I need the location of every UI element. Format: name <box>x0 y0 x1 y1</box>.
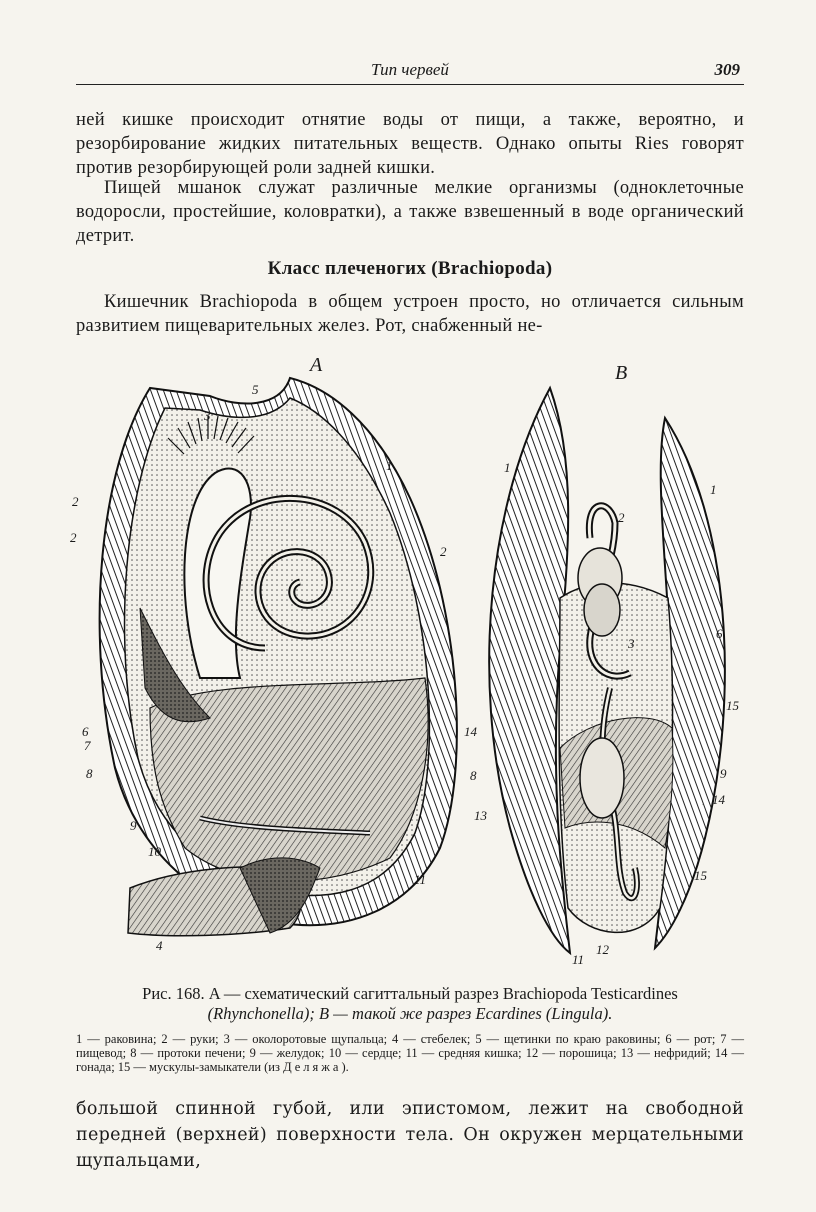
paragraph-mouth: большой спинной губой, или эпистомом, ле… <box>76 1096 744 1174</box>
paragraph-brachiopoda: Кишечник Brachiopoda в общем устроен про… <box>76 290 744 338</box>
caption-line-1: Рис. 168. A — схематический сагиттальный… <box>142 984 678 1003</box>
label-b-1-right: 1 <box>710 482 717 497</box>
label-b-9: 9 <box>720 766 727 781</box>
label-b-14-right: 14 <box>712 792 725 807</box>
legend-source-suffix: ). <box>341 1060 349 1074</box>
legend-text: 1 — раковина; 2 — руки; 3 — околоротовые… <box>76 1032 744 1074</box>
label-a-4: 4 <box>156 938 163 953</box>
label-a-10: 10 <box>148 844 161 859</box>
page-number: 309 <box>714 60 741 79</box>
anatomy-drawing <box>98 376 726 956</box>
paragraph-continuation: ней кишке происходит отнятие воды от пищ… <box>76 108 744 180</box>
label-a-2-left: 2 <box>70 530 77 545</box>
label-a-3: 3 <box>204 408 211 423</box>
panel-a-letter: A <box>310 354 323 376</box>
label-a-2-top: 2 <box>72 494 79 509</box>
label-b-14-left: 14 <box>464 724 477 739</box>
label-a-7: 7 <box>84 738 91 753</box>
label-a-6: 6 <box>82 724 89 739</box>
paragraph-text: большой спинной губой, или эпистомом, ле… <box>76 1099 744 1171</box>
label-b-11: 11 <box>572 952 585 967</box>
paragraph-text: Кишечник Brachiopoda в общем устроен про… <box>76 292 744 336</box>
paragraph-food: Пищей мшанок служат различные мелкие орг… <box>76 176 744 248</box>
section-heading: Класс плеченогих (Brachiopoda) <box>267 258 553 279</box>
label-b-12: 12 <box>596 942 609 957</box>
label-a-11: 11 <box>414 872 427 887</box>
label-b-8: 8 <box>470 768 477 783</box>
caption-line-2: (Rhynchonella); B — такой же разрез Ecar… <box>207 1004 613 1023</box>
running-head: Тип червей 309 <box>76 58 744 85</box>
label-b-2: 2 <box>618 510 625 525</box>
label-a-5: 5 <box>252 382 259 397</box>
label-a-8: 8 <box>86 766 93 781</box>
running-title: Тип червей <box>371 60 449 79</box>
label-b-1-left: 1 <box>504 460 511 475</box>
figure-168: A B 1 2 2 2 3 4 5 6 7 8 9 10 11 1 1 2 3 … <box>70 348 770 980</box>
label-a-9: 9 <box>130 818 137 833</box>
label-a-1: 1 <box>386 458 393 473</box>
paragraph-text: ней кишке происходит отнятие воды от пищ… <box>76 110 744 178</box>
panel-a-drawing <box>98 376 458 937</box>
label-b-15-top: 15 <box>726 698 739 713</box>
legend-source-author: Деляжа <box>283 1060 342 1074</box>
label-b-6: 6 <box>716 626 723 641</box>
figure-caption: Рис. 168. A — схематический сагиттальный… <box>76 984 744 1024</box>
panel-b-drawing <box>488 385 726 956</box>
label-b-3: 3 <box>628 636 635 651</box>
panel-b-letter: B <box>615 362 628 384</box>
label-b-15-bottom: 15 <box>694 868 707 883</box>
label-b-13: 13 <box>474 808 487 823</box>
figure-legend: 1 — раковина; 2 — руки; 3 — околоротовые… <box>76 1032 744 1074</box>
label-a-2-right: 2 <box>440 544 447 559</box>
legend-source-prefix: (из <box>264 1060 280 1074</box>
paragraph-text: Пищей мшанок служат различные мелкие орг… <box>76 178 744 246</box>
